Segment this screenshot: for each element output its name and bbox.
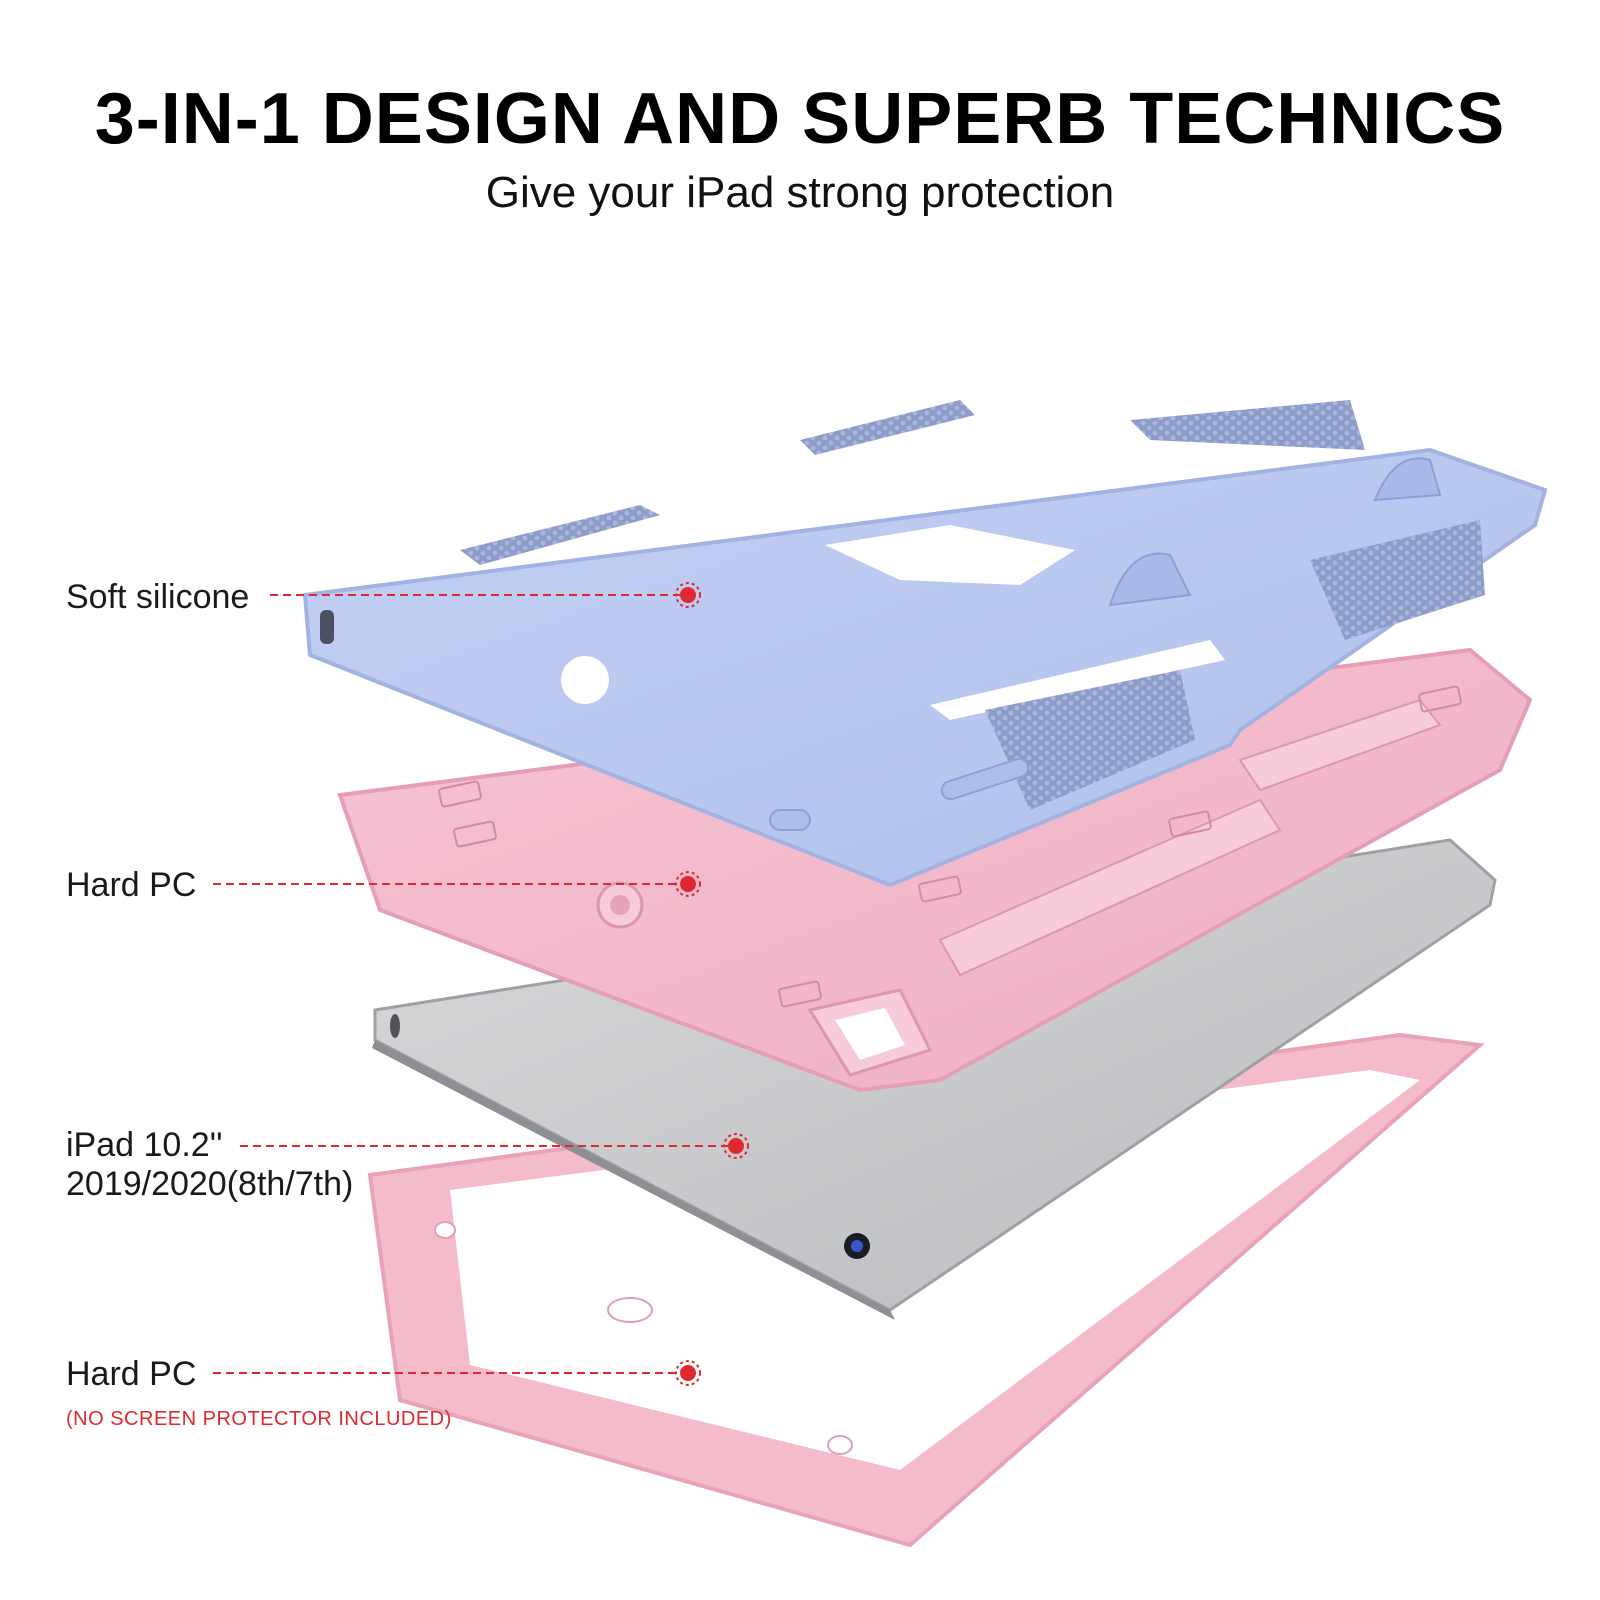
callout-label-soft-silicone: Soft silicone bbox=[66, 578, 250, 616]
top-soft-silicone-skin bbox=[302, 400, 1548, 888]
ipad-model-label: iPad 10.2'' bbox=[66, 1126, 223, 1164]
callout-pointers bbox=[213, 582, 749, 1386]
callout-label-hard-pc-back: Hard PC bbox=[66, 866, 197, 904]
callout-label-ipad: iPad 10.2'' 2019/2020(8th/7th) bbox=[66, 1126, 353, 1204]
ipad-generation-label: 2019/2020(8th/7th) bbox=[66, 1165, 354, 1203]
page-title: 3-IN-1 DESIGN AND SUPERB TECHNICS bbox=[94, 79, 1506, 159]
screen-protector-note: (NO SCREEN PROTECTOR INCLUDED) bbox=[66, 1408, 452, 1430]
callout-label-hard-pc-front: Hard PC bbox=[66, 1355, 197, 1393]
page-subtitle: Give your iPad strong protection bbox=[485, 168, 1115, 217]
